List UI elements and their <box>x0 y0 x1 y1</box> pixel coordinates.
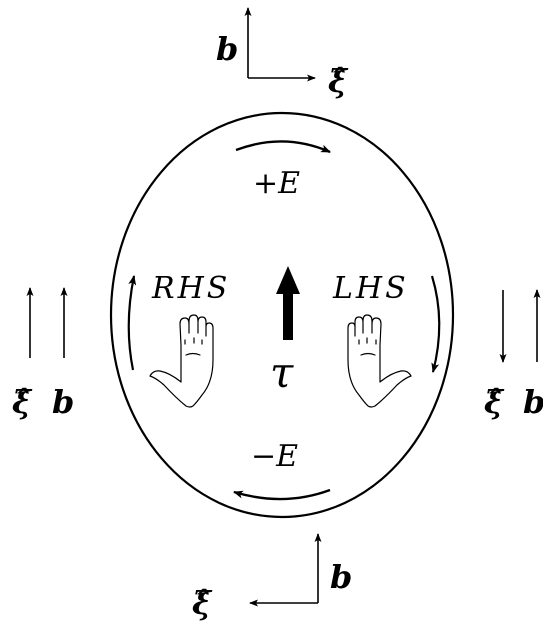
left-hand-icon <box>347 314 412 408</box>
top-frame: b ξ̂ <box>216 7 349 100</box>
lhs-label: LHS <box>332 271 409 306</box>
bottom-circulation-arrow <box>233 488 331 501</box>
rhs-label: RHS <box>151 271 230 306</box>
right-hand-icon <box>149 314 214 408</box>
bottom-xi-label: ξ̂ <box>192 584 213 622</box>
top-circulation-arrow <box>235 140 331 154</box>
bottom-frame: b ξ̂ <box>192 533 352 622</box>
top-b-label: b <box>216 30 238 68</box>
right-frame: ξ̂ b <box>484 289 543 421</box>
right-circulation-arrow <box>430 275 441 373</box>
left-circulation-arrow <box>127 275 137 371</box>
left-xi-label: ξ̂ <box>12 383 33 421</box>
boundary-ellipse <box>109 111 455 519</box>
right-b-label: b <box>523 383 543 421</box>
tau-label: τ <box>270 348 294 397</box>
plus-e-label: +E <box>253 166 300 201</box>
torque-arrow <box>276 266 300 340</box>
left-b-label: b <box>52 383 74 421</box>
minus-e-label: −E <box>251 439 298 474</box>
left-frame: ξ̂ b <box>12 287 74 421</box>
top-xi-label: ξ̂ <box>328 62 349 100</box>
right-xi-label: ξ̂ <box>484 383 505 421</box>
bottom-b-label: b <box>330 558 352 596</box>
